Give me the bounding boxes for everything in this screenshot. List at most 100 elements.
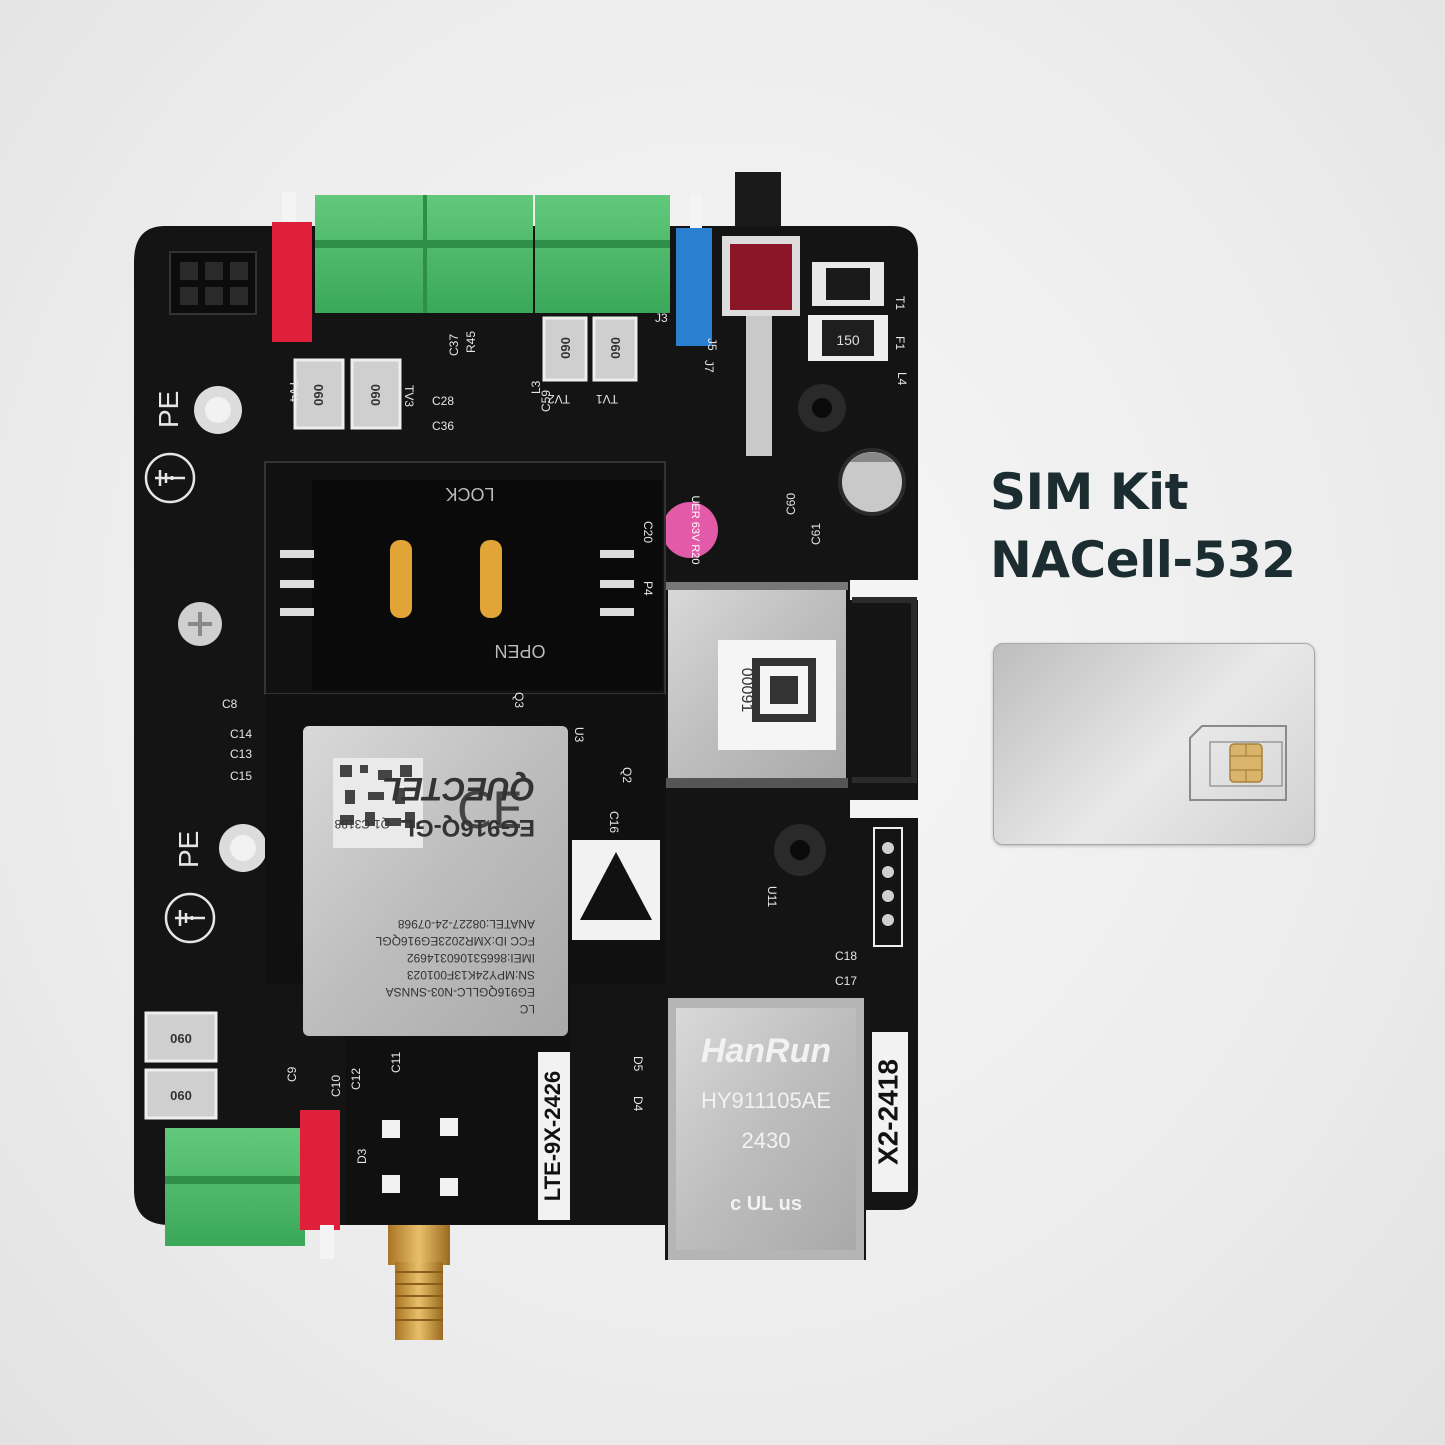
sim-card-image — [993, 643, 1315, 845]
lte-label-box: LTE-9X-2426 — [538, 1052, 570, 1220]
label-c13: C13 — [230, 747, 252, 761]
pe-ground-lower: PE — [164, 831, 216, 944]
module-model: EG916Q-GL — [400, 814, 535, 841]
rj45-date: 2430 — [742, 1128, 791, 1153]
rj45-jack: HanRun HY911105AE 2430 c UL us — [668, 998, 864, 1260]
label-c14: C14 — [230, 727, 252, 741]
terminal-block-top-right — [535, 195, 670, 313]
rj45-brand: HanRun — [701, 1032, 831, 1070]
tvs-value: 060 — [311, 384, 326, 406]
sim-socket: LOCK OPEN — [264, 461, 666, 695]
terminal-block-top-left — [315, 195, 533, 313]
lte-label: LTE-9X-2426 — [540, 1071, 565, 1201]
resistor: 150 — [808, 315, 888, 361]
module-line-3: SN:MPY24K13F001023 — [407, 968, 535, 982]
mounting-holes — [194, 384, 846, 876]
label-c15: C15 — [230, 769, 252, 783]
label-d3: D3 — [355, 1148, 369, 1164]
sim-chip-icon — [1189, 725, 1287, 801]
label-q2: Q2 — [620, 767, 634, 783]
tvs-value: 060 — [170, 1088, 192, 1103]
label-j7: J7 — [702, 360, 716, 373]
title-line-2: NACell-532 — [990, 531, 1296, 589]
x2-label: X2-2418 — [872, 1059, 903, 1165]
tvs-value: 060 — [368, 384, 383, 406]
capacitor-text: UER 63V R20 — [689, 495, 701, 564]
module-line-4: IMEI:866531060314692 — [407, 951, 535, 965]
module-line-1: LC — [519, 1002, 535, 1016]
label-c37: C37 — [447, 334, 461, 356]
module-rev: Q1-C3188 — [334, 817, 390, 831]
label-c12: C12 — [349, 1068, 363, 1090]
product-title: SIM Kit NACell-532 — [990, 458, 1296, 594]
module-line-2: EG916QGLLC-N03-SNNSA — [386, 985, 535, 999]
label-l3: L3 — [529, 380, 543, 394]
pin-header-right — [873, 827, 903, 947]
pe-label: PE — [173, 831, 204, 868]
pink-capacitor: UER 63V R20 — [662, 495, 718, 565]
label-j5: J5 — [705, 338, 719, 351]
esd-warning — [572, 840, 660, 940]
label-d4: D4 — [631, 1096, 645, 1112]
pin-header — [169, 251, 257, 315]
label-c20: C20 — [641, 521, 655, 543]
quectel-module: CE LC EG916QGLLC-N03-SNNSA SN:MPY24K13F0… — [303, 726, 568, 1036]
label-c59: C59 — [539, 390, 553, 412]
leds — [382, 1118, 458, 1196]
label-tv2: TV2 — [548, 392, 570, 406]
electrolytic-capacitor — [838, 448, 906, 516]
title-line-1: SIM Kit — [990, 463, 1189, 521]
resistor-value: 150 — [836, 332, 860, 348]
label-c11: C11 — [389, 1052, 403, 1073]
label-c60: C60 — [784, 493, 798, 515]
label-r45: R45 — [464, 331, 478, 353]
label-c17: C17 — [835, 974, 857, 988]
label-c9: C9 — [285, 1066, 299, 1082]
label-tv3: TV3 — [402, 385, 416, 407]
label-tv1: TV1 — [596, 392, 618, 406]
rj45-part: HY911105AE — [701, 1088, 831, 1113]
tvs-value: 060 — [170, 1031, 192, 1046]
x2-label-box: X2-2418 — [872, 1032, 908, 1192]
tvs-value: 060 — [608, 337, 623, 359]
label-c10: C10 — [329, 1075, 343, 1097]
screw-left — [178, 602, 222, 646]
red-jumper-top — [272, 192, 312, 342]
switch-lever — [735, 172, 781, 234]
label-q3: Q3 — [512, 692, 526, 708]
tvs-value: 060 — [558, 337, 573, 359]
label-tv4: TV4 — [287, 380, 301, 402]
label-c8: C8 — [222, 697, 238, 711]
label-u3: U3 — [572, 727, 586, 743]
svg-text:CE: CE — [457, 782, 524, 840]
blue-jumper — [676, 195, 712, 346]
module-line-6: ANATEL:08227-24-07968 — [397, 917, 535, 931]
label-d5: D5 — [631, 1056, 645, 1072]
wifi-code: 00091 — [738, 668, 755, 713]
label-p4: P4 — [641, 581, 655, 596]
label-t1: T1 — [893, 296, 907, 310]
wifi-module: 00091 — [666, 582, 917, 788]
label-f1: F1 — [893, 336, 907, 350]
pe-ground-upper: PE — [144, 391, 196, 504]
label-u11: U11 — [765, 886, 779, 907]
red-jumper-bottom — [300, 1110, 340, 1259]
terminal-block-bottom — [165, 1128, 305, 1246]
module-line-5: FCC ID:XMR2023EG916QGL — [375, 934, 535, 948]
tvs-components: 060 060 060 060 060 060 — [144, 316, 638, 1120]
module-brand: QUECTEL — [382, 771, 535, 807]
label-c18: C18 — [835, 949, 857, 963]
label-l4: L4 — [895, 372, 909, 386]
open-label: OPEN — [494, 641, 545, 661]
pe-label: PE — [153, 391, 184, 428]
label-c36: C36 — [432, 419, 454, 433]
label-j3: J3 — [655, 311, 668, 325]
label-c16: C16 — [607, 811, 621, 833]
toggle-switch — [722, 236, 800, 456]
rj45-cert: c UL us — [730, 1193, 802, 1215]
lock-label: LOCK — [445, 484, 494, 504]
label-c28: C28 — [432, 394, 454, 408]
label-c61: C61 — [809, 523, 823, 545]
sma-connector — [388, 1225, 450, 1340]
